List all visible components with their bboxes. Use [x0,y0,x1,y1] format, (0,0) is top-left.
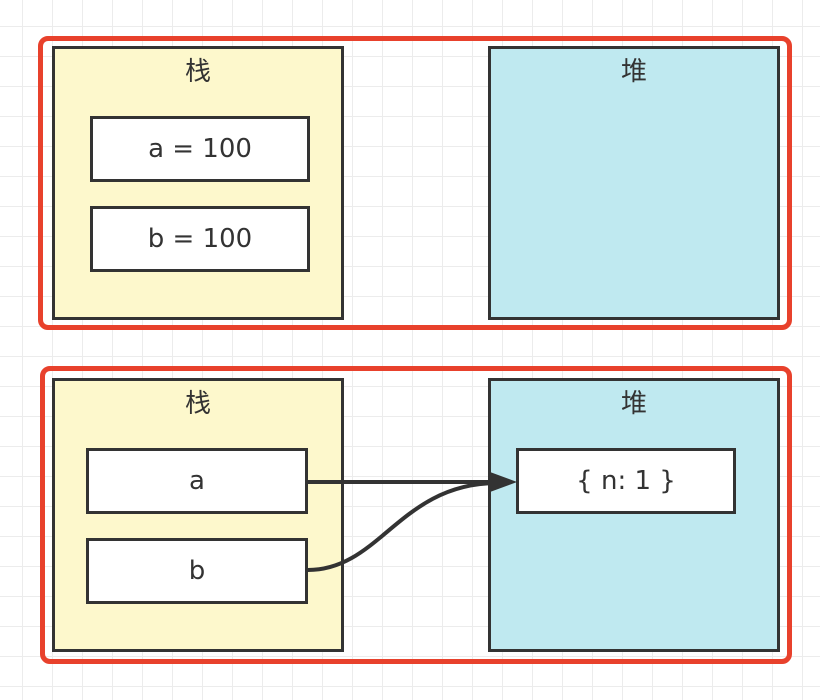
heap-object: { n: 1 } [516,448,736,514]
stack-title: 栈 [184,57,211,87]
heap-region: 堆 [488,46,780,320]
arrowhead-icon [490,472,517,492]
stack-region: 栈 [52,46,344,320]
heap-region: 堆 [488,378,780,652]
stack-cell-b: b = 100 [90,206,310,272]
heap-title: 堆 [620,389,647,419]
stack-cell-b: b [86,538,308,604]
primitive-example-frame [38,36,792,330]
stack-title: 栈 [184,389,211,419]
reference-example-frame [40,366,792,664]
arrow-b-to-object [307,481,497,572]
heap-title: 堆 [620,57,647,87]
stack-cell-a: a = 100 [90,116,310,182]
stack-region: 栈 [52,378,344,652]
stack-cell-a: a [86,448,308,514]
